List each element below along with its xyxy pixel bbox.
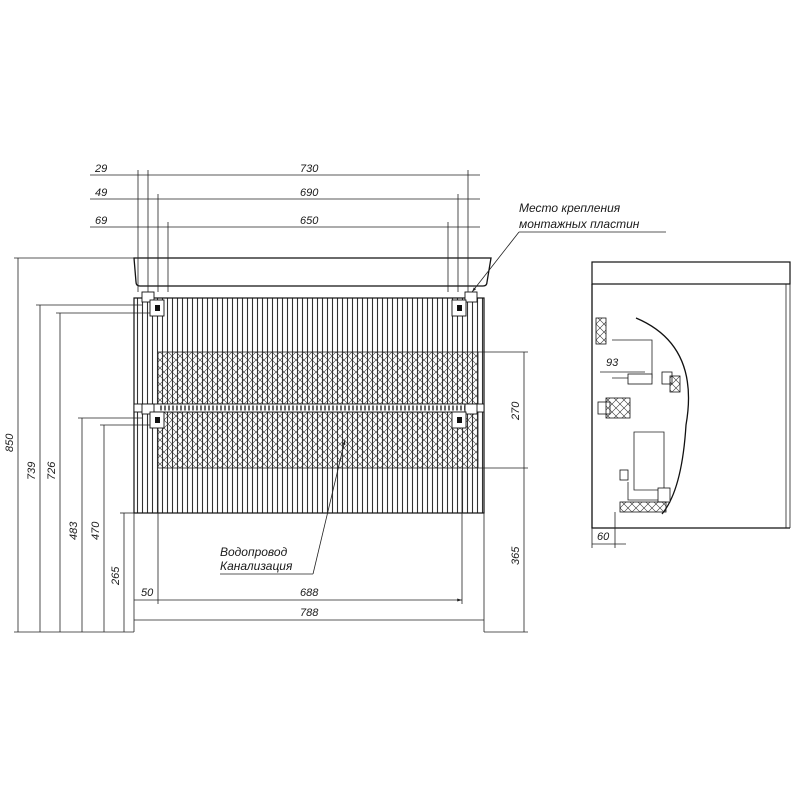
dim-470: 470 bbox=[90, 521, 102, 540]
left-dimensions: 850 739 726 483 470 265 bbox=[4, 257, 150, 633]
dim-739: 739 bbox=[26, 462, 38, 480]
side-countertop bbox=[591, 261, 791, 285]
dim-850: 850 bbox=[4, 433, 16, 452]
front-view: 29 730 49 690 69 650 50 688 788 bbox=[4, 163, 666, 633]
side-curve bbox=[635, 317, 690, 515]
dim-270: 270 bbox=[510, 401, 522, 421]
mounting-bracket-mid-right bbox=[451, 403, 478, 429]
pipe-zone-lower bbox=[157, 411, 479, 469]
dim-50: 50 bbox=[141, 587, 154, 599]
dim-688: 688 bbox=[300, 587, 319, 599]
side-pipe-block bbox=[597, 397, 631, 419]
pipes-note: Водопровод Канализация bbox=[220, 439, 346, 575]
mounting-bracket-top-right bbox=[451, 291, 478, 317]
side-view: 93 60 bbox=[591, 261, 791, 548]
dim-29: 29 bbox=[94, 163, 107, 175]
side-dim-93: 93 bbox=[606, 357, 619, 369]
dim-69: 69 bbox=[95, 215, 107, 227]
mounting-bracket-top-left bbox=[141, 291, 165, 317]
pipe-zone-upper bbox=[157, 351, 479, 405]
dim-730: 730 bbox=[300, 163, 319, 175]
mounting-note-line-1: Место крепления bbox=[519, 201, 621, 215]
countertop bbox=[133, 257, 492, 287]
dim-650: 650 bbox=[300, 215, 319, 227]
dim-483: 483 bbox=[68, 521, 80, 540]
bottom-dimensions: 50 688 788 bbox=[133, 470, 485, 632]
side-dim-60: 60 bbox=[597, 531, 610, 543]
dim-726: 726 bbox=[46, 461, 58, 480]
right-dimensions: 270 365 bbox=[478, 351, 528, 633]
dim-265: 265 bbox=[110, 566, 122, 586]
dim-690: 690 bbox=[300, 187, 319, 199]
mounting-bracket-mid-left bbox=[141, 403, 165, 429]
dim-788: 788 bbox=[300, 607, 319, 619]
mounting-note-line-2: монтажных пластин bbox=[519, 217, 640, 231]
pipes-note-line-1: Водопровод bbox=[220, 545, 288, 559]
pipes-note-line-2: Канализация bbox=[220, 559, 293, 573]
mounting-note: Место крепления монтажных пластин bbox=[471, 201, 666, 293]
side-lower-drawer bbox=[619, 431, 671, 513]
top-dimensions: 29 730 49 690 69 650 bbox=[90, 163, 480, 292]
side-upper-drawer: 93 bbox=[595, 317, 681, 393]
dim-49: 49 bbox=[95, 187, 107, 199]
dim-365: 365 bbox=[510, 546, 522, 565]
